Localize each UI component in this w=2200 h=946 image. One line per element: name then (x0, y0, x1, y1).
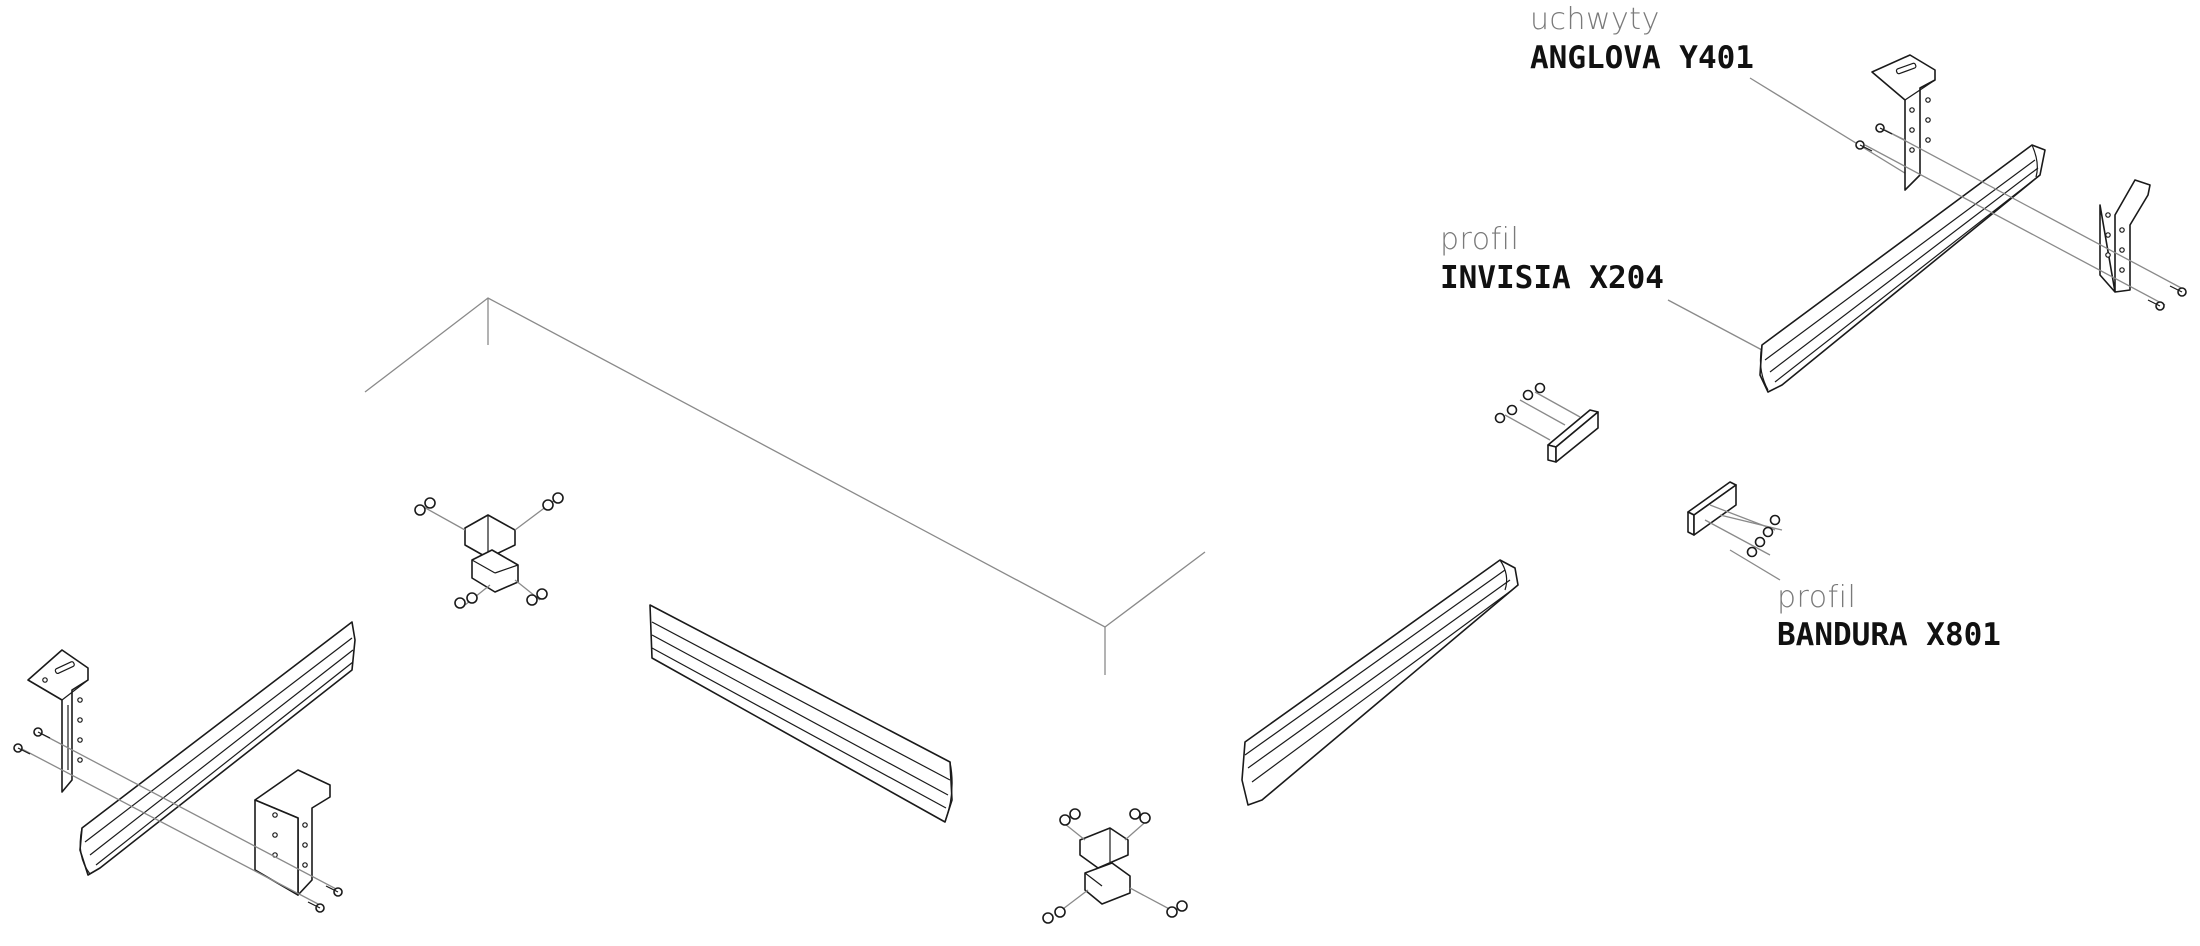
profile-bottom-left (79, 621, 356, 876)
bracket-bottom-left-upper (27, 649, 89, 793)
screw-guides-left (19, 731, 339, 906)
label-invisia-name: INVISIA X204 (1440, 260, 1664, 296)
label-bandura-category: profil (1777, 580, 1857, 615)
label-anglova-category: uchwyty (1530, 2, 1660, 37)
end-cap-icon (1494, 382, 1599, 463)
profile-right (1241, 559, 1519, 806)
label-bandura-name: BANDURA X801 (1777, 617, 2001, 653)
ceiling-outline (364, 297, 1206, 675)
profile-top-right (1759, 144, 2046, 393)
corner-connector-icon (414, 492, 564, 609)
label-anglova-name: ANGLOVA Y401 (1530, 40, 1754, 76)
bracket-top-right-lower (2099, 179, 2151, 293)
profile-middle (649, 604, 953, 823)
corner-connector-bottom (1042, 808, 1188, 924)
screw-icon (1855, 123, 2187, 311)
screws-left (13, 727, 343, 913)
label-invisia-category: profil (1440, 222, 1520, 257)
bracket-top-right-upper (1871, 54, 1936, 191)
label-leader-lines (1667, 77, 1909, 581)
bracket-bottom-left-lower (254, 769, 331, 896)
end-cap-bandura (1687, 481, 1783, 558)
